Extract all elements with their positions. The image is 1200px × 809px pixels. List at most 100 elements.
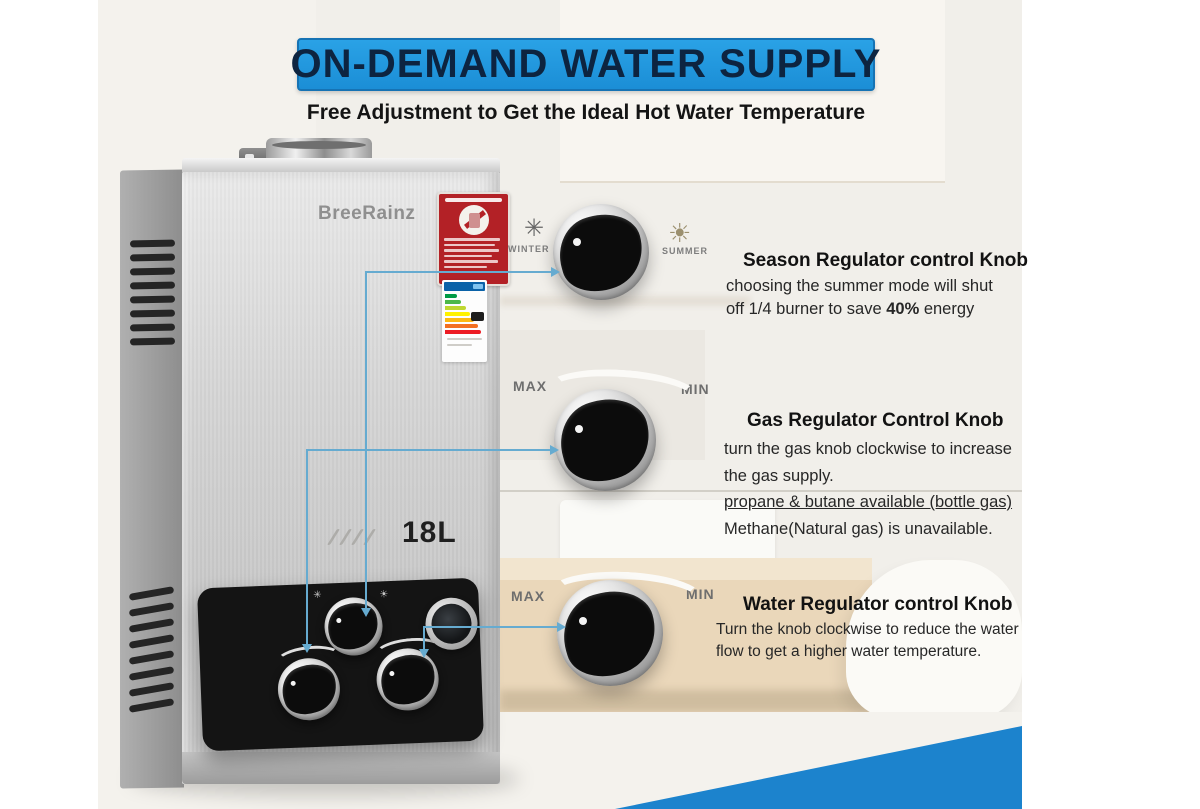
energy-bar [445, 312, 470, 316]
vent-slot [130, 323, 175, 332]
water-arrow-icon [557, 622, 566, 632]
water-max-label: MAX [511, 588, 546, 604]
gas-body-line: turn the gas knob clockwise to increase [724, 440, 1012, 458]
subtitle: Free Adjustment to Get the Ideal Hot Wat… [306, 101, 866, 124]
energy-footer-line [447, 338, 482, 340]
vent-slot [130, 337, 175, 346]
warning-text-line [444, 249, 499, 252]
knob-indicator-dot [575, 424, 584, 433]
brand-logo: BreeRainz [318, 203, 416, 224]
heater-bottom-cap [182, 752, 500, 784]
season-callout-title: Season Regulator control Knob [743, 250, 1029, 271]
warning-text-line [444, 254, 492, 257]
toilet [846, 560, 1022, 720]
vent-slot [128, 586, 175, 601]
control-panel: ✳ ☀ [196, 577, 485, 752]
energy-bar [445, 330, 482, 334]
shelf-edge [500, 296, 750, 306]
season-line2-bold: 40% [886, 300, 920, 318]
season-body-line: choosing the summer mode will shut [726, 277, 993, 295]
season-arrow-icon [361, 608, 371, 617]
energy-bar [445, 324, 478, 328]
knob-indicator-dot [573, 237, 582, 246]
panel-winter-icon: ✳ [313, 589, 322, 601]
gas-body-line: the gas supply. [724, 466, 834, 485]
season-line2-post: energy [919, 300, 975, 318]
gas-min-label: MIN [681, 381, 710, 397]
gas-max-label: MAX [513, 378, 548, 394]
wall-seam [500, 490, 1022, 492]
panel-summer-icon: ☀ [379, 589, 389, 601]
season-connector-vertical [365, 271, 367, 611]
winter-label: WINTER [508, 244, 550, 254]
water-connector-horizontal [423, 626, 559, 628]
temperature-display [424, 596, 479, 651]
warning-label-title-bar [445, 198, 502, 202]
vent-slot [128, 650, 175, 665]
energy-bar [445, 294, 458, 298]
vent-slot [128, 698, 175, 713]
warning-text-line [444, 238, 501, 241]
gas-callout-body: turn the gas knob clockwise to increase … [724, 436, 1012, 542]
gas-connector-vertical [306, 449, 308, 647]
gas-body-line: propane & butane available (bottle gas) [724, 493, 1013, 511]
summer-label: SUMMER [662, 246, 708, 256]
vent-slot [128, 618, 175, 633]
energy-bar [445, 306, 466, 310]
gas-knob[interactable] [550, 389, 660, 491]
water-arrow-icon [419, 649, 429, 658]
heater-top-cap [182, 158, 500, 173]
winter-snowflake-icon: ✳ [524, 215, 545, 242]
gas-callout-title: Gas Regulator Control Knob [747, 410, 1004, 431]
cabinet-counter [500, 558, 872, 580]
water-body-line: flow to get a higher water temperature. [716, 643, 982, 660]
season-callout-body: choosing the summer mode will shut off 1… [726, 275, 993, 321]
vent-slot [130, 309, 175, 318]
gas-arrow-icon [550, 445, 559, 455]
season-line2-pre: off 1/4 burner to save [726, 300, 887, 318]
vent-slot [130, 253, 175, 262]
capacity-label: 18L [402, 516, 457, 549]
vent-slot [130, 281, 175, 290]
knob-indicator-dot [389, 670, 395, 676]
cabinet-shadow [500, 690, 872, 712]
banner-title: ON-DEMAND WATER SUPPLY [290, 42, 882, 86]
energy-bar [445, 318, 474, 322]
water-min-label: MIN [686, 586, 715, 602]
season-knob[interactable] [550, 204, 652, 300]
knob-indicator-dot [290, 680, 296, 686]
sink [560, 500, 775, 562]
title-banner: ON-DEMAND WATER SUPPLY [291, 38, 880, 91]
energy-rating-label [442, 280, 487, 362]
no-shower-prohibition-icon [458, 205, 489, 235]
warning-text-line [444, 260, 498, 263]
energy-class-badge [471, 312, 484, 321]
water-body-line: Turn the knob clockwise to reduce the wa… [716, 621, 1019, 638]
water-knob[interactable] [553, 580, 667, 686]
water-callout-title: Water Regulator control Knob [743, 594, 1013, 615]
energy-footer-line [447, 344, 472, 346]
vent-slot [128, 666, 175, 681]
vent-slot [128, 634, 175, 649]
energy-label-header [444, 282, 485, 291]
panel-gas-knob[interactable] [275, 657, 343, 722]
gas-connector-horizontal [306, 449, 552, 451]
vent-slot [130, 239, 175, 248]
vent-slot [128, 602, 175, 617]
warning-text-line [444, 265, 487, 268]
knob-face [275, 657, 343, 721]
water-connector-vertical [423, 626, 425, 652]
season-connector-horizontal [365, 271, 553, 273]
energy-bar [445, 300, 462, 304]
vent-slot [130, 295, 175, 304]
summer-sun-icon: ☀ [668, 218, 692, 248]
season-arrow-icon [551, 267, 560, 277]
water-callout-body: Turn the knob clockwise to reduce the wa… [716, 619, 1019, 663]
gas-body-line: Methane(Natural gas) is unavailable. [724, 519, 993, 538]
warning-text-line [444, 243, 496, 246]
season-body-line: off 1/4 burner to save 40% energy [726, 298, 993, 321]
vent-slot [128, 682, 175, 697]
mirror [560, 0, 945, 183]
knob-indicator-dot [579, 617, 588, 626]
